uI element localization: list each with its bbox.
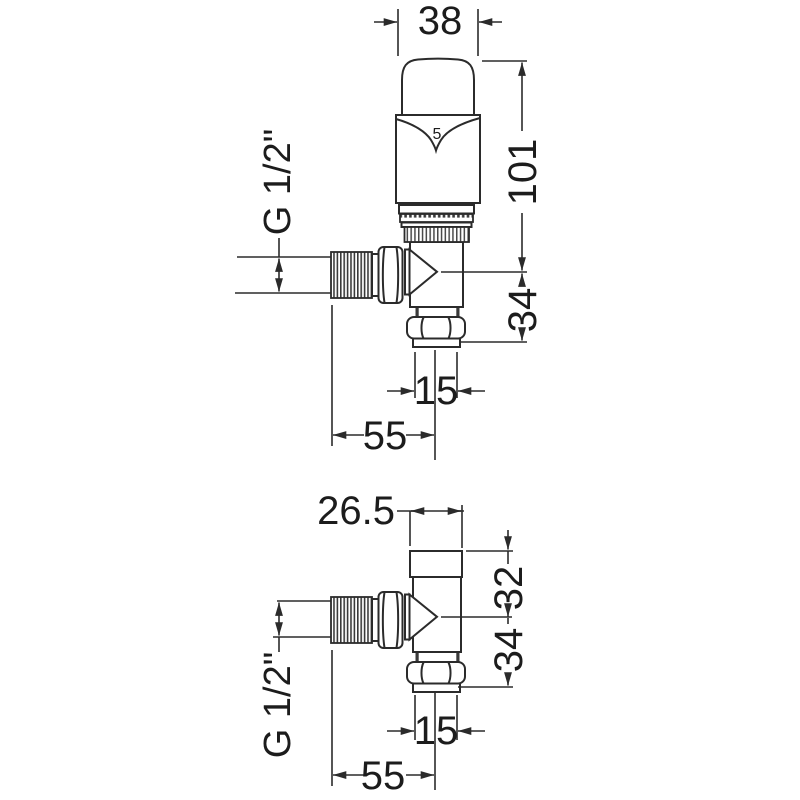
dim-label-thread-size: G 1/2" xyxy=(257,652,299,758)
dim-inlet-length: 55 xyxy=(331,305,436,460)
dim-label-tail-width: 15 xyxy=(414,369,459,413)
dim-label-head-width: 38 xyxy=(418,0,463,43)
dim-body-height: 34 xyxy=(441,616,531,688)
dim-label-inlet-length: 55 xyxy=(361,754,406,798)
top-view: 5 38 101 34 xyxy=(235,0,545,460)
bottom-view: 26.5 32 34 15 xyxy=(257,489,531,798)
head-beaded-ring xyxy=(399,213,474,223)
valve-cap xyxy=(409,550,463,578)
dim-label-inlet-length: 55 xyxy=(363,414,408,458)
dim-label-tail-width: 15 xyxy=(414,709,459,753)
dim-label-upper-height: 32 xyxy=(487,566,531,611)
dim-head-width: 38 xyxy=(374,0,502,56)
trv-head-body xyxy=(395,114,481,204)
dim-tail-width: 15 xyxy=(387,695,485,753)
dim-thread-size: G 1/2" xyxy=(235,129,331,294)
dim-body-height: 34 xyxy=(460,273,545,343)
head-ring-band xyxy=(398,204,475,215)
trv-head-cap xyxy=(401,57,475,116)
dim-overall-height: 101 xyxy=(441,60,545,273)
dim-label-thread-size: G 1/2" xyxy=(257,129,299,235)
dim-tail-width: 15 xyxy=(387,352,485,413)
dim-cap-width: 26.5 xyxy=(317,489,464,548)
dim-upper-height: 32 xyxy=(466,530,531,617)
dim-inlet-length: 55 xyxy=(331,650,436,798)
dim-label-body-height: 34 xyxy=(501,288,545,333)
dim-label-overall-height: 101 xyxy=(501,139,545,206)
knurled-collar xyxy=(403,226,470,243)
trv-head-wave xyxy=(395,117,481,155)
dim-label-cap-width: 26.5 xyxy=(317,489,395,533)
dim-thread-size: G 1/2" xyxy=(257,600,331,758)
dim-label-body-height: 34 xyxy=(487,628,531,673)
head-setting-numeral: 5 xyxy=(433,126,442,143)
